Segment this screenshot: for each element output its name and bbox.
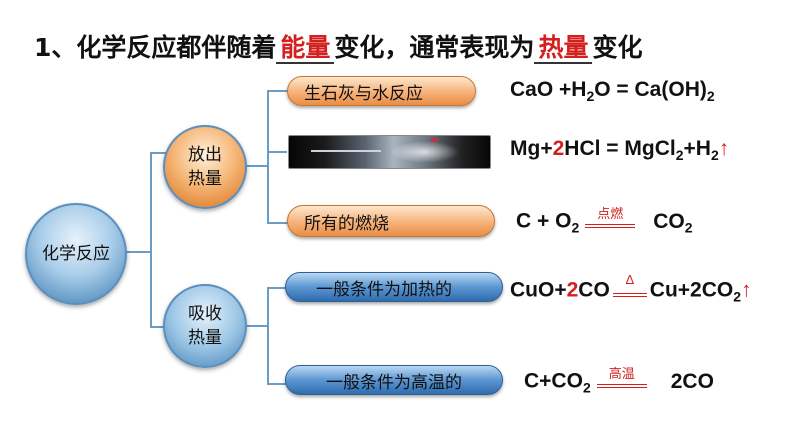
condition-high-temp: 高温 (596, 366, 647, 395)
item-all-combustion-label: 所有的燃烧 (304, 213, 389, 234)
eq2-sub-b: 2 (675, 147, 684, 164)
eq2-coefficient: 2 (552, 137, 565, 160)
eq5-sub-a: 2 (582, 379, 591, 396)
eq4-sub-c: 2 (733, 288, 742, 305)
item-high-temp-condition: 一般条件为高温的 (285, 365, 503, 395)
item-heating-condition-label: 一般条件为加热的 (316, 279, 452, 300)
eq2-part-a: Mg+ (510, 137, 553, 160)
item-high-temp-condition-label: 一般条件为高温的 (326, 372, 462, 393)
node-release-heat: 放出热量 (163, 125, 247, 209)
title-suffix: 变化 (592, 33, 643, 62)
root-label: 化学反应 (42, 244, 110, 264)
connector-root-to-bracket (123, 251, 150, 253)
eq4-part-c: Cu+2CO (649, 278, 734, 302)
release-bracket (267, 90, 289, 224)
absorb-label-1: 吸收 (188, 304, 222, 324)
eq3-sub-a: 2 (571, 219, 580, 236)
release-branch-middle (267, 151, 287, 153)
blank-heat: 热量 (534, 34, 593, 64)
item-quicklime-water: 生石灰与水反应 (287, 76, 476, 106)
condition-heat-text: Δ (625, 272, 635, 287)
condition-heat: Δ (612, 272, 647, 304)
gas-arrow-icon: ↑ (741, 278, 752, 302)
release-label-2: 热量 (188, 169, 222, 189)
node-absorb-heat: 吸收热量 (163, 284, 247, 368)
magnesium-reaction-photo (288, 135, 491, 169)
eq2-part-b: HCl = MgCl (564, 137, 676, 160)
condition-ignite: 点燃 (585, 206, 636, 235)
equation-mg-hcl: Mg+2HCl = MgCl2+H2↑ (510, 137, 729, 163)
eq2-sub-c: 2 (710, 147, 719, 164)
item-all-combustion: 所有的燃烧 (287, 205, 495, 237)
item-quicklime-water-label: 生石灰与水反应 (304, 83, 423, 104)
root-chemical-reaction: 化学反应 (25, 203, 127, 305)
title-middle: 变化，通常表现为 (334, 33, 535, 62)
eq4-part-b: CO (578, 278, 610, 302)
eq2-part-c: +H (683, 137, 711, 160)
blank-energy: 能量 (276, 34, 335, 64)
eq1-sub-b: 2 (706, 88, 715, 105)
main-bracket (150, 152, 166, 328)
eq5-part-b: 2CO (670, 369, 714, 393)
eq4-part-a: CuO+ (510, 278, 567, 302)
connector-release-to-bracket (245, 165, 267, 167)
item-heating-condition: 一般条件为加热的 (285, 272, 503, 302)
gas-arrow-icon: ↑ (718, 137, 730, 160)
release-label-1: 放出 (188, 145, 222, 165)
condition-ignite-text: 点燃 (597, 206, 624, 221)
absorb-bracket (267, 287, 287, 385)
eq5-part-a: C+CO (524, 369, 583, 393)
bubbles-shape (389, 141, 459, 163)
eq4-coefficient: 2 (566, 278, 579, 302)
connector-absorb-to-bracket (245, 325, 267, 327)
eq3-sub-b: 2 (684, 219, 693, 236)
eq3-part-b: CO (653, 209, 685, 233)
equation-cao-h2o: CaO +H2O = Ca(OH)2 (510, 78, 715, 104)
test-tube-shape (311, 150, 381, 152)
eq1-part-b: O = Ca(OH) (594, 78, 707, 101)
absorb-label-2: 热量 (188, 328, 222, 348)
eq1-part-a: CaO +H (510, 78, 587, 101)
equation-c-co2: C+CO2 高温 2CO (524, 366, 714, 396)
red-label-shape (431, 138, 438, 142)
page-title: 1、化学反应都伴随着能量变化，通常表现为热量变化 (34, 28, 642, 64)
eq3-part-a: C + O (516, 209, 572, 233)
eq1-sub-a: 2 (586, 88, 595, 105)
title-prefix: 1、化学反应都伴随着 (34, 33, 277, 62)
condition-high-temp-text: 高温 (608, 366, 635, 381)
